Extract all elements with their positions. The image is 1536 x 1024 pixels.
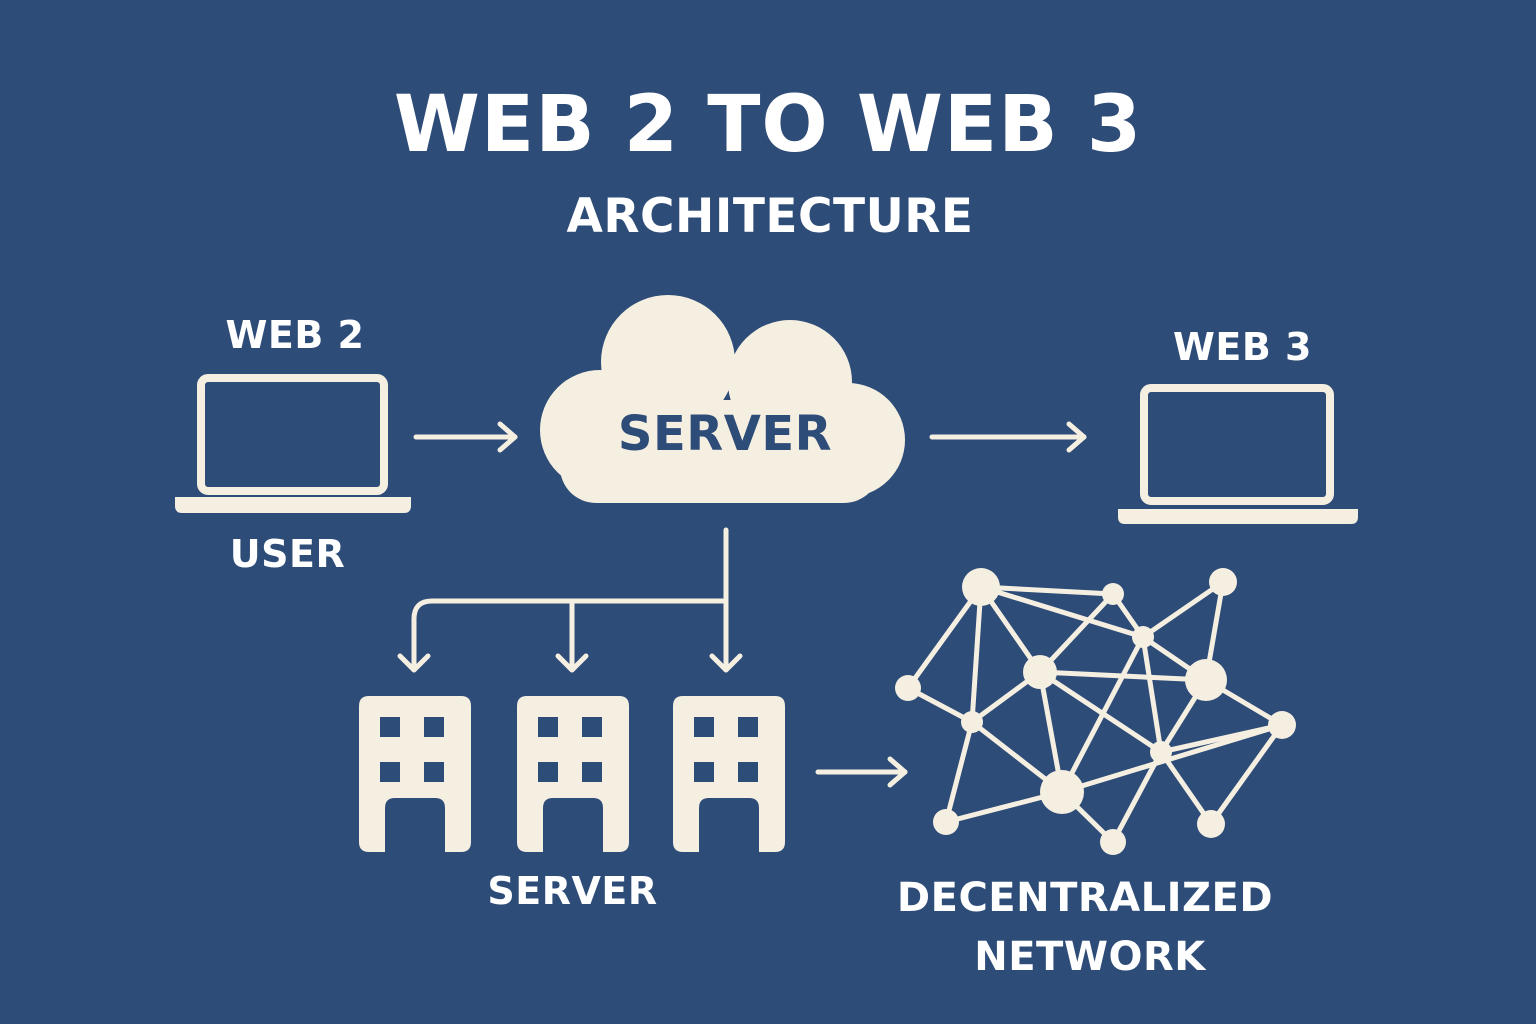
user-label: USER xyxy=(229,532,346,576)
network-graph-icon xyxy=(895,568,1296,855)
web3-laptop-icon xyxy=(1118,384,1358,524)
building-icon xyxy=(517,696,629,852)
network-label-line2: NETWORK xyxy=(974,934,1206,980)
diagram-subtitle: ARCHITECTURE xyxy=(566,189,974,244)
cloud-server-label: SERVER xyxy=(617,406,833,462)
arrow-right-icon xyxy=(929,421,1087,453)
arrow-right-icon xyxy=(815,756,908,788)
web2-label: WEB 2 xyxy=(225,313,365,357)
arrow-right-icon xyxy=(413,421,518,453)
building-icon xyxy=(359,696,471,852)
network-label-line1: DECENTRALIZED xyxy=(896,875,1274,921)
web3-label: WEB 3 xyxy=(1172,325,1312,369)
web2-laptop-icon xyxy=(175,374,411,513)
cloud-icon xyxy=(540,295,905,503)
servers-label: SERVER xyxy=(487,869,658,913)
building-icon xyxy=(673,696,785,852)
server-distribution-arrows xyxy=(397,527,743,673)
diagram-title: WEB 2 TO WEB 3 xyxy=(393,80,1143,170)
